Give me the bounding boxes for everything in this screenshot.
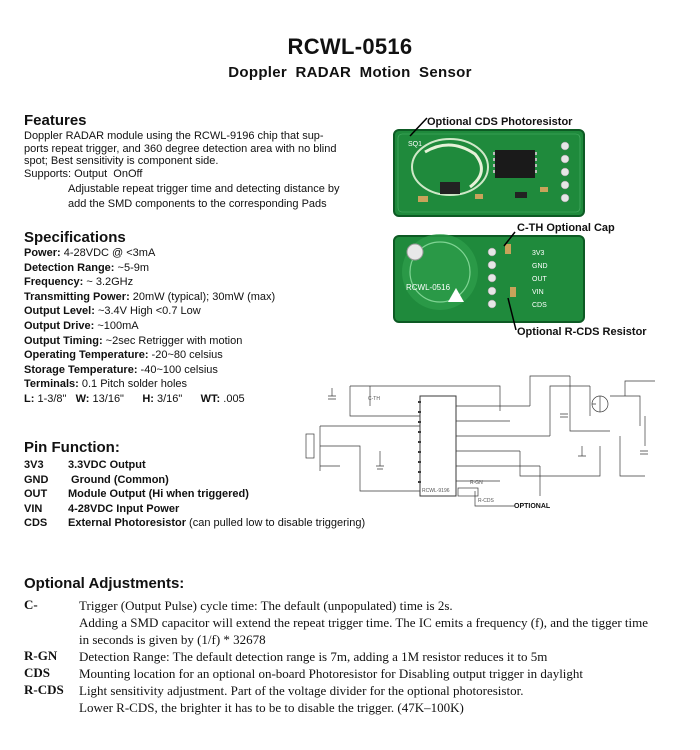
page-title: RCWL-0516 [287, 34, 413, 59]
features-text: Doppler RADAR module using the RCWL-9196… [24, 130, 364, 210]
spec-row: Output Level: ~3.4V High <0.7 Low [24, 305, 201, 318]
schematic-rgn-label: R-GN [470, 480, 483, 486]
pin-row: GND Ground (Common) [24, 473, 169, 486]
silk-pin: GND [532, 263, 548, 270]
adjustment-row: R-GN Detection Range: The default detect… [24, 648, 548, 664]
spec-row: Output Timing: ~2sec Retrigger with moti… [24, 334, 243, 347]
adjustment-row: R-CDS Light sensitivity adjustment. Part… [24, 682, 524, 715]
schematic-cth-label: C-TH [368, 396, 380, 402]
specs-list: Power: 4-28VDC @ <3mA Detection Range: ~… [24, 246, 275, 407]
chip-rcwl9196 [495, 150, 535, 178]
antenna-trace [411, 138, 489, 196]
triangle-marker [448, 288, 464, 302]
features-heading: Features [24, 112, 87, 129]
supports-line: Supports: Output OnOff [24, 168, 364, 181]
adjustment-row: C- Trigger (Output Pulse) cycle time: Th… [24, 597, 649, 647]
silk-pin: OUT [532, 276, 548, 283]
callout-cds [409, 117, 428, 137]
label-cds-photoresistor: Optional CDS Photoresistor [427, 116, 573, 128]
spec-row: Storage Temperature: -40~100 celsius [24, 363, 218, 376]
board-photos: SQ1 RCWL-0516 3V3 GND OUT VIN CDS [393, 117, 585, 331]
spec-row: Operating Temperature: -20~80 celsius [24, 349, 223, 362]
silk-pin: CDS [532, 302, 547, 309]
pcb-top-board [393, 129, 585, 217]
spec-row: Output Drive: ~100mA [24, 319, 139, 332]
adjustments-heading: Optional Adjustments: [24, 575, 185, 592]
specs-heading: Specifications [24, 229, 126, 246]
schematic-diagram: C-TH R-GN R-CDS RCWL-9196 OPTIONAL [305, 375, 655, 510]
silk-sq1: SQ1 [408, 141, 422, 148]
features-indented-line: Adjustable repeat trigger time and detec… [68, 183, 340, 195]
silk-pin: VIN [532, 289, 544, 296]
spec-row: Detection Range: ~5-9m [24, 261, 150, 274]
features-line: ports repeat trigger, and 360 degree det… [24, 142, 337, 155]
schematic-chip [419, 395, 457, 497]
spec-row: Transmitting Power: 20mW (typical); 30mW… [24, 290, 276, 303]
features-indented-line: add the SMD components to the correspond… [68, 197, 327, 210]
schematic-rcds-label: R-CDS [478, 498, 494, 504]
features-line: spot; Best sensitivity is component side… [24, 155, 219, 167]
adjustments-list: C- Trigger (Output Pulse) cycle time: Th… [24, 597, 684, 716]
schematic-chip-label: RCWL-9196 [422, 488, 450, 494]
silk-model: RCWL-0516 [406, 283, 451, 292]
supports-details: Adjustable repeat trigger time and detec… [24, 183, 364, 210]
schematic-optional-label: OPTIONAL [514, 503, 551, 510]
silk-pin: 3V3 [532, 250, 545, 257]
spec-row: Power: 4-28VDC @ <3mA [24, 247, 156, 259]
adjustment-row: CDS Mounting location for an optional on… [24, 665, 584, 681]
spec-row: Frequency: ~ 3.2GHz [24, 276, 134, 289]
pins-heading: Pin Function: [24, 439, 120, 456]
spec-row: Terminals: 0.1 Pitch solder holes [24, 378, 188, 391]
callout-cth [503, 231, 516, 247]
label-cth-cap: C-TH Optional Cap [517, 222, 615, 234]
callout-rcds [507, 297, 517, 331]
features-line: Doppler RADAR module using the RCWL-9196… [24, 130, 324, 142]
supports-label: Supports: [24, 167, 72, 180]
label-rcds-resistor: Optional R-CDS Resistor [517, 326, 647, 338]
supports-value: Output OnOff [74, 167, 143, 180]
page-subtitle: Doppler RADAR Motion Sensor [228, 64, 472, 81]
dimensions-row: L: 1-3/8" W: 13/16" H: 3/16" WT: .005 [24, 392, 245, 405]
